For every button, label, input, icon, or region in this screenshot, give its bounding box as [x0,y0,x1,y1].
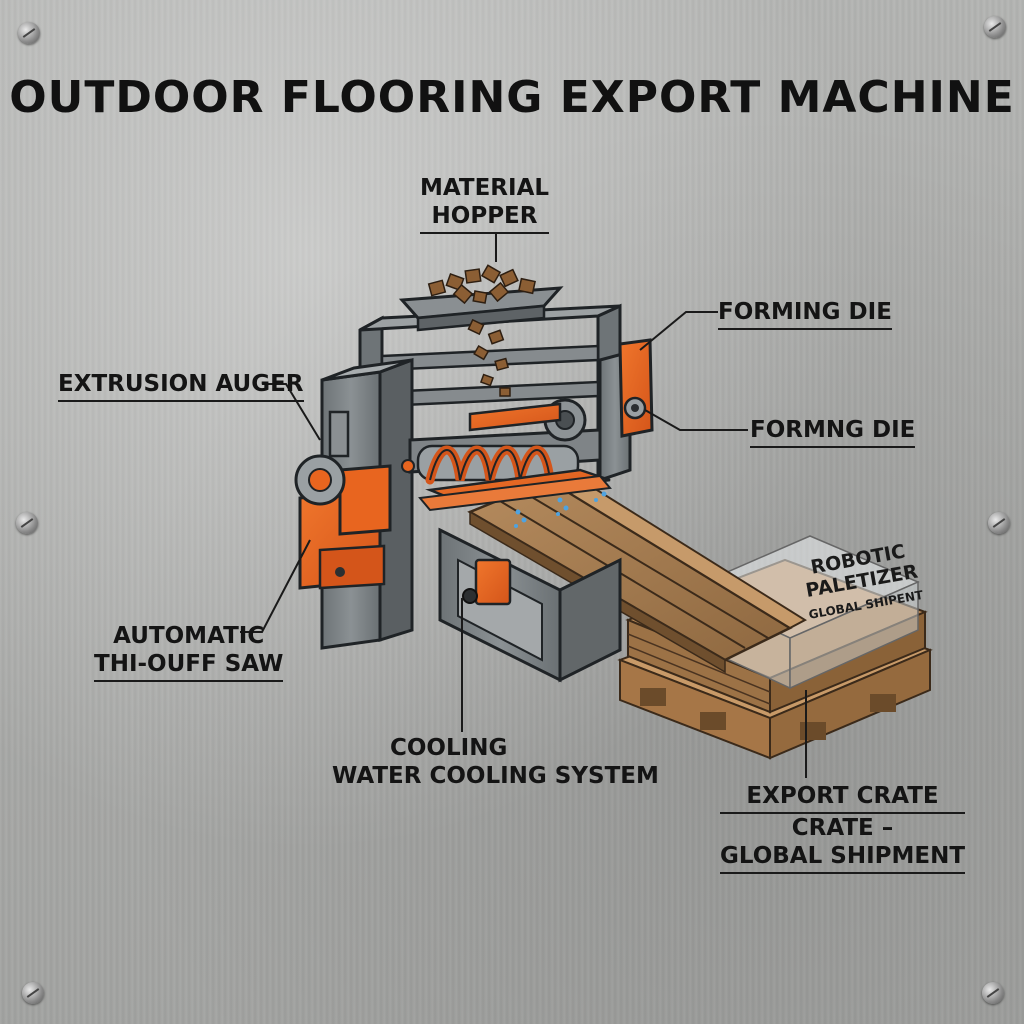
flooring-boards-conveyor [467,468,807,674]
saw-motor [294,410,415,590]
bolt-icon [984,16,1006,38]
page-title: OUTDOOR FLOORING EXPORT MACHINE [9,72,1015,123]
label-line: THI-OUFF SAW [94,650,284,682]
forming-die [618,338,654,438]
machine-base [438,527,622,683]
bolt-icon [982,982,1004,1004]
label-extrusion-auger: EXTRUSION AUGER [58,370,304,402]
bolt-icon [22,982,44,1004]
label-forming-die-2: FORMNG DIE [750,416,916,448]
callout-lines [240,232,807,778]
bolt-icon [988,512,1010,534]
label-material-hopper: MATERIAL HOPPER [420,174,550,234]
label-line: CRATE – [791,815,894,841]
label-line: FORMING DIE [718,298,892,330]
bolt-icon [16,512,38,534]
bolt-icon [18,22,40,44]
label-line: WATER COOLING SYSTEM [332,763,659,789]
label-line: HOPPER [420,202,550,234]
label-line: GLOBAL SHIPMENT [720,842,966,874]
label-forming-die: FORMING DIE [718,298,892,330]
extrusion-auger [416,398,612,512]
label-cutoff-saw: AUTOMATIC THI-OUFF SAW [94,622,284,682]
label-export-crate: EXPORT CRATE CRATE – GLOBAL SHIPMENT [720,782,966,874]
material-hopper [398,264,564,397]
label-line: COOLING [390,735,508,761]
label-cooling-system: COOLING WATER COOLING SYSTEM [332,734,659,790]
label-line: FORMNG DIE [750,416,916,448]
label-line: AUTOMATIC [113,623,265,649]
label-line: EXTRUSION AUGER [58,370,304,402]
label-line: EXPORT CRATE [720,782,966,814]
label-line: MATERIAL [420,175,550,201]
